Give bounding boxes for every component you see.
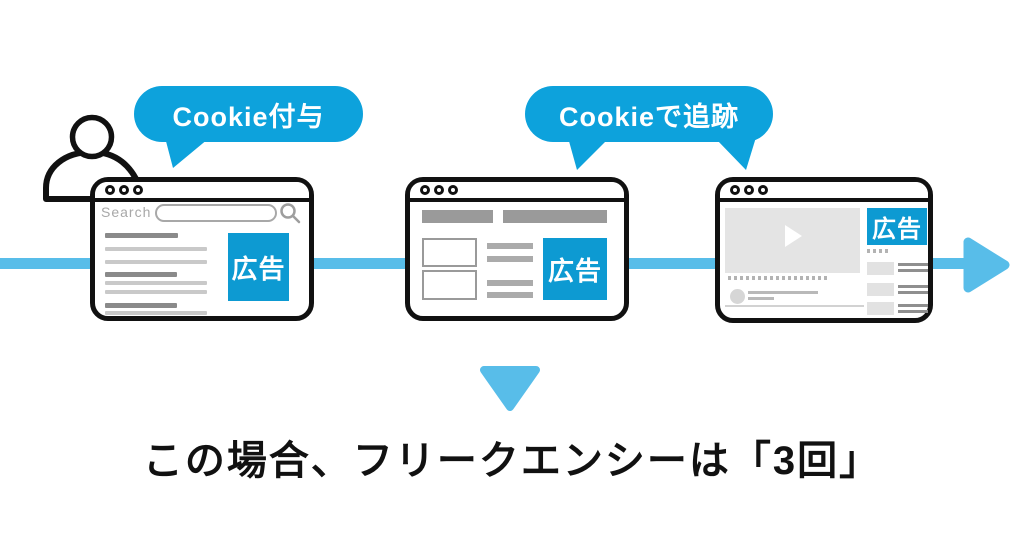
text-line-placeholder <box>105 281 207 285</box>
heading-bar-placeholder <box>503 210 607 223</box>
window-dot-icon <box>730 185 740 195</box>
play-icon <box>785 225 802 247</box>
text-line-placeholder <box>487 256 533 262</box>
text-line-placeholder <box>867 249 889 253</box>
search-icon <box>280 203 301 224</box>
titlebar <box>410 182 624 202</box>
heading-bar-placeholder <box>422 210 493 223</box>
arrow-right-icon <box>963 237 1010 293</box>
text-line-placeholder <box>105 260 207 264</box>
text-line-placeholder <box>105 233 178 238</box>
window-dot-icon <box>420 185 430 195</box>
window-dot-icon <box>434 185 444 195</box>
browser-window-search: Search 広告 <box>90 177 314 321</box>
image-box-placeholder <box>422 270 477 300</box>
text-line-placeholder <box>487 292 533 298</box>
window-dot-icon <box>448 185 458 195</box>
ad-badge: 広告 <box>228 233 289 301</box>
sidebar-thumb-placeholder <box>867 262 894 275</box>
sidebar-line-placeholder <box>898 291 928 294</box>
speech-bubble-cookie-track: Cookieで追跡 <box>525 86 773 142</box>
ad-badge: 広告 <box>543 238 607 300</box>
ad-badge: 広告 <box>867 208 927 245</box>
text-line-placeholder <box>487 243 533 249</box>
sidebar-line-placeholder <box>898 269 928 272</box>
bubble-tail <box>717 134 757 170</box>
sidebar-line-placeholder <box>898 285 928 288</box>
text-line-placeholder <box>105 311 207 315</box>
window-dot-icon <box>758 185 768 195</box>
video-title-placeholder <box>728 276 828 280</box>
bubble-tail <box>567 134 607 170</box>
browser-window-article: 広告 <box>405 177 629 321</box>
caption-text: この場合、フリークエンシーは「3回」 <box>142 439 882 483</box>
sidebar-thumb-placeholder <box>867 283 894 296</box>
window-dot-icon <box>744 185 754 195</box>
titlebar <box>720 182 928 202</box>
channel-avatar <box>730 289 745 304</box>
sidebar-line-placeholder <box>898 263 928 266</box>
window-dot-icon <box>133 185 143 195</box>
text-line-placeholder <box>748 291 818 294</box>
person-icon <box>43 114 143 202</box>
sidebar-line-placeholder <box>898 304 928 307</box>
video-player-placeholder <box>725 208 860 273</box>
text-line-placeholder <box>487 280 533 286</box>
text-line-placeholder <box>105 247 207 251</box>
text-line-placeholder <box>105 290 207 294</box>
search-input <box>155 204 277 222</box>
down-arrow-icon <box>480 366 540 411</box>
titlebar <box>95 182 309 202</box>
window-dot-icon <box>105 185 115 195</box>
text-line-placeholder <box>105 272 177 277</box>
text-line-placeholder <box>748 297 774 300</box>
image-box-placeholder <box>422 238 477 267</box>
speech-bubble-cookie-grant: Cookie付与 <box>134 86 363 142</box>
sidebar-thumb-placeholder <box>867 302 894 315</box>
browser-window-video: 広告 <box>715 177 933 323</box>
sidebar-line-placeholder <box>898 310 928 313</box>
search-label: Search <box>101 204 152 220</box>
text-line-placeholder <box>105 303 177 308</box>
divider <box>725 305 864 307</box>
window-dot-icon <box>119 185 129 195</box>
